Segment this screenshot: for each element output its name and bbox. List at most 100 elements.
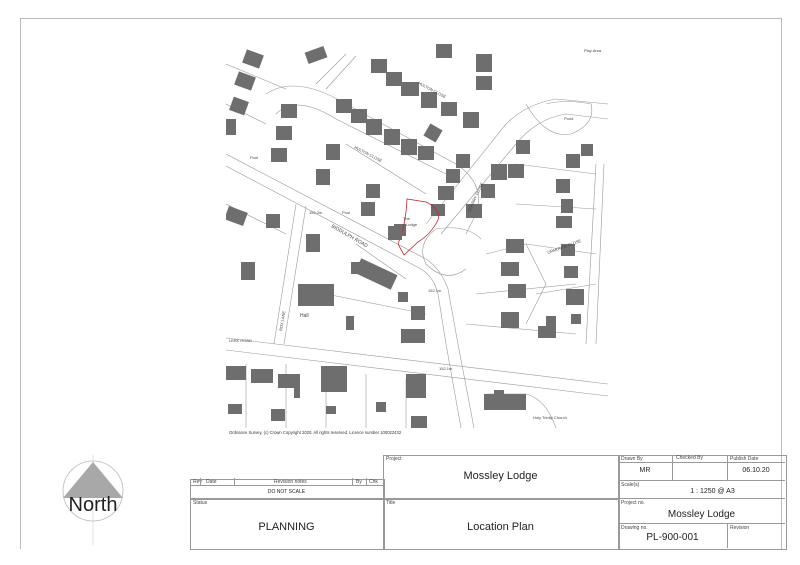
building <box>401 139 417 155</box>
revision-table <box>190 479 385 500</box>
building <box>476 54 492 72</box>
status-label: Status <box>193 500 208 506</box>
label-level: 152.2m <box>309 210 323 215</box>
publish-date-label: Publish Date <box>730 456 759 462</box>
drawn-by-label: Drawn By <box>621 456 643 462</box>
building <box>418 146 434 160</box>
building <box>456 154 470 168</box>
building <box>566 289 584 305</box>
label-play-area: Play Area <box>584 48 602 53</box>
building <box>242 49 264 69</box>
revision-header: Rev Date Revision notes By Chk <box>190 478 383 486</box>
building <box>556 179 570 193</box>
label-leek-road: LEEK ROAD <box>229 338 252 343</box>
building <box>484 394 526 410</box>
building <box>251 369 273 383</box>
notes-col: Revision notes <box>274 479 307 485</box>
building <box>366 119 382 135</box>
building <box>508 284 526 298</box>
building <box>266 214 280 228</box>
title-label: Title <box>386 500 396 506</box>
scale-label: Scale(s) <box>621 482 640 488</box>
title-value: Location Plan <box>467 521 534 533</box>
checked-by-label: Checked By <box>676 455 703 461</box>
building <box>411 306 425 320</box>
label-pool: Pool <box>250 155 258 160</box>
building <box>294 374 300 398</box>
building <box>226 119 236 135</box>
building <box>321 366 347 392</box>
building <box>298 284 334 306</box>
building <box>401 82 419 96</box>
label-pool: Pool <box>342 210 350 215</box>
project-no-value: Mossley Lodge <box>667 509 736 520</box>
chk-col: Chk <box>369 479 378 485</box>
building <box>438 186 454 200</box>
building <box>446 169 460 183</box>
building <box>501 262 519 276</box>
building <box>326 144 340 160</box>
building <box>421 92 437 108</box>
building <box>354 258 398 290</box>
drawing-no-value: PL-900-001 <box>646 532 699 543</box>
building <box>241 262 255 280</box>
building <box>386 72 402 86</box>
building <box>566 154 580 168</box>
revision-label: Revision <box>730 525 750 531</box>
building <box>326 406 336 414</box>
building <box>276 126 292 140</box>
building <box>234 71 256 91</box>
date-col: Date <box>206 479 217 485</box>
label-biddulph-road: BIDDULPH ROAD <box>330 224 369 250</box>
building <box>564 266 578 278</box>
project-no-label: Project no. <box>621 500 645 506</box>
project-label: Project <box>386 456 402 462</box>
building <box>481 184 495 198</box>
box-lane <box>273 203 307 345</box>
do-not-scale: DO NOT SCALE <box>267 489 306 495</box>
info-cell <box>618 455 787 550</box>
building <box>463 112 479 128</box>
building <box>271 148 287 162</box>
building <box>411 416 427 428</box>
building <box>366 184 380 198</box>
drawn-by-value: MR <box>639 467 651 474</box>
building <box>304 45 328 65</box>
building <box>336 99 352 113</box>
north-triangle-icon <box>63 462 123 498</box>
building <box>398 292 408 302</box>
publish-date-value: 06.10.20 <box>742 467 770 474</box>
building <box>229 96 249 116</box>
building <box>226 206 248 226</box>
building <box>571 314 581 324</box>
sheet-border <box>20 18 782 549</box>
status-value: PLANNING <box>258 521 315 533</box>
copyright-notice: Ordnance Survey, (c) Crown Copyright 202… <box>229 430 402 435</box>
building <box>546 316 556 326</box>
building <box>538 326 556 338</box>
building <box>226 366 246 380</box>
building <box>423 123 443 143</box>
site-building <box>388 226 402 240</box>
building <box>491 164 507 180</box>
building <box>316 169 330 185</box>
biddulph-road <box>226 153 459 345</box>
location-map: HULTON CLOSE HULTON CLOSE BIDDULPH ROAD … <box>226 44 608 435</box>
building <box>441 102 457 116</box>
scale-value: 1 : 1250 @ A3 <box>690 488 735 495</box>
building <box>228 404 242 414</box>
label-level: 152.1m <box>439 366 453 371</box>
building <box>361 202 375 216</box>
building <box>384 129 400 145</box>
building <box>516 140 530 154</box>
label-box-lane: BOX LANE <box>278 310 286 331</box>
building <box>506 239 524 253</box>
site-boundary <box>397 198 439 256</box>
label-pond: Pond <box>564 116 573 121</box>
building <box>406 374 426 398</box>
by-col: By <box>356 479 362 485</box>
building <box>508 164 524 178</box>
status-cell <box>190 498 385 550</box>
project-cell <box>383 455 620 500</box>
rev-col: Rev <box>193 479 202 485</box>
